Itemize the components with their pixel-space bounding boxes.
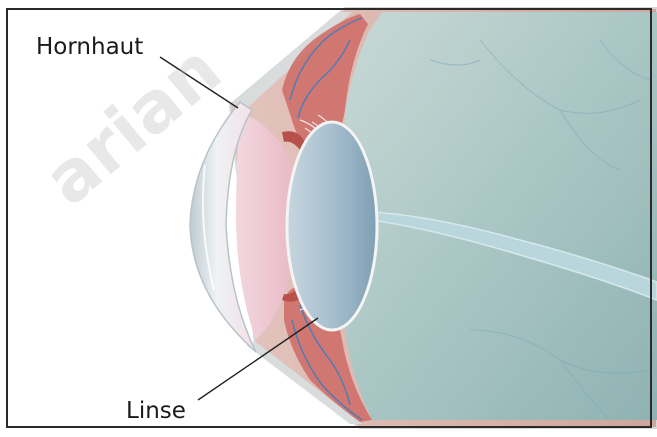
lens-label: Linse — [126, 400, 186, 423]
cornea-label: Hornhaut — [36, 36, 143, 59]
lens — [287, 122, 377, 330]
